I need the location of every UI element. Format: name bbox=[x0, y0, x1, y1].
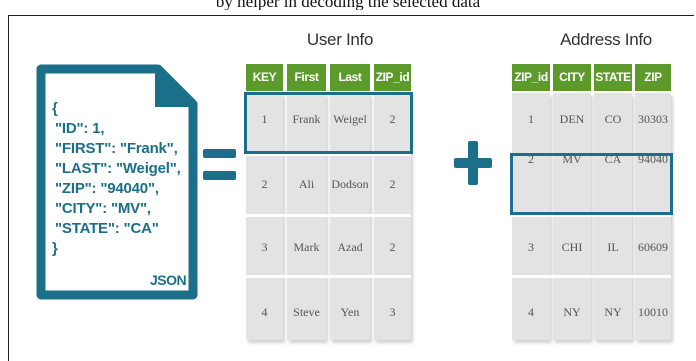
table-cell: 10010 bbox=[638, 305, 668, 319]
json-line: "ZIP": "94040", bbox=[55, 180, 159, 197]
table-cell: Ali bbox=[298, 177, 315, 191]
table-cell: 2 bbox=[389, 112, 396, 126]
address-info-title: Address Info bbox=[560, 30, 652, 49]
plus-icon bbox=[454, 141, 492, 185]
table-cell: Mark bbox=[293, 240, 320, 254]
table-cell: 3 bbox=[528, 240, 534, 254]
column-header: Last bbox=[330, 64, 370, 91]
user-info-title: User Info bbox=[306, 30, 374, 49]
table-cell: Azad bbox=[337, 240, 363, 254]
table-cell: 2 bbox=[389, 240, 396, 254]
table-cell: NY bbox=[604, 305, 622, 319]
table-cell: 4 bbox=[528, 305, 534, 319]
table-cell: 2 bbox=[261, 177, 268, 191]
row-divider bbox=[246, 214, 411, 217]
table-cell: CHI bbox=[561, 240, 583, 254]
highlighted-row bbox=[244, 92, 413, 154]
json-line: } bbox=[52, 240, 58, 257]
row-divider bbox=[512, 275, 671, 278]
json-document-icon bbox=[36, 64, 198, 300]
table-cell: 30303 bbox=[638, 112, 668, 126]
column-header: First bbox=[287, 64, 326, 91]
column-header: STATE bbox=[594, 64, 632, 91]
table-cell: 4 bbox=[261, 305, 268, 319]
column-header: ZIP_id bbox=[512, 64, 550, 91]
highlighted-row bbox=[510, 153, 673, 215]
json-line: "ID": 1, bbox=[55, 120, 105, 137]
json-line: "FIRST": "Frank", bbox=[55, 140, 178, 157]
json-line: "CITY": "MV", bbox=[55, 200, 151, 217]
table-cell: IL bbox=[607, 240, 619, 254]
column-header: ZIP_id bbox=[374, 64, 411, 91]
column-header: CITY bbox=[553, 64, 591, 91]
table-cell: Weigel bbox=[333, 112, 367, 126]
table-cell: 2 bbox=[528, 152, 534, 166]
json-line: "STATE": "CA" bbox=[55, 220, 159, 237]
table-cell: 1 bbox=[261, 112, 268, 126]
table-cell: CO bbox=[604, 112, 622, 126]
json-line: "LAST": "Weigel", bbox=[55, 160, 181, 177]
table-cell: DEN bbox=[559, 112, 585, 126]
column-header: ZIP bbox=[635, 64, 671, 91]
equals-icon bbox=[203, 149, 236, 181]
row-divider bbox=[512, 214, 671, 217]
table-cell: 60609 bbox=[638, 240, 668, 254]
table-cell: Frank bbox=[292, 112, 321, 126]
table-cell: Dodson bbox=[331, 177, 369, 191]
table-cell: 2 bbox=[389, 177, 396, 191]
caption-text: by helper in decoding the selected data bbox=[215, 0, 481, 10]
json-content: { "ID": 1, "FIRST": "Frank", "LAST": "Weige… bbox=[52, 99, 192, 259]
table-cell: 3 bbox=[389, 305, 396, 319]
row-divider bbox=[246, 153, 411, 156]
table-cell: 3 bbox=[261, 240, 268, 254]
row-divider bbox=[246, 275, 411, 278]
json-line: { bbox=[52, 100, 58, 117]
column-header: KEY bbox=[246, 64, 283, 91]
json-label: JSON bbox=[150, 272, 187, 288]
table-cell: Steve bbox=[293, 305, 320, 319]
table-cell: 1 bbox=[528, 112, 534, 126]
table-cell: Yen bbox=[340, 305, 360, 319]
table-cell: NY bbox=[563, 305, 581, 319]
